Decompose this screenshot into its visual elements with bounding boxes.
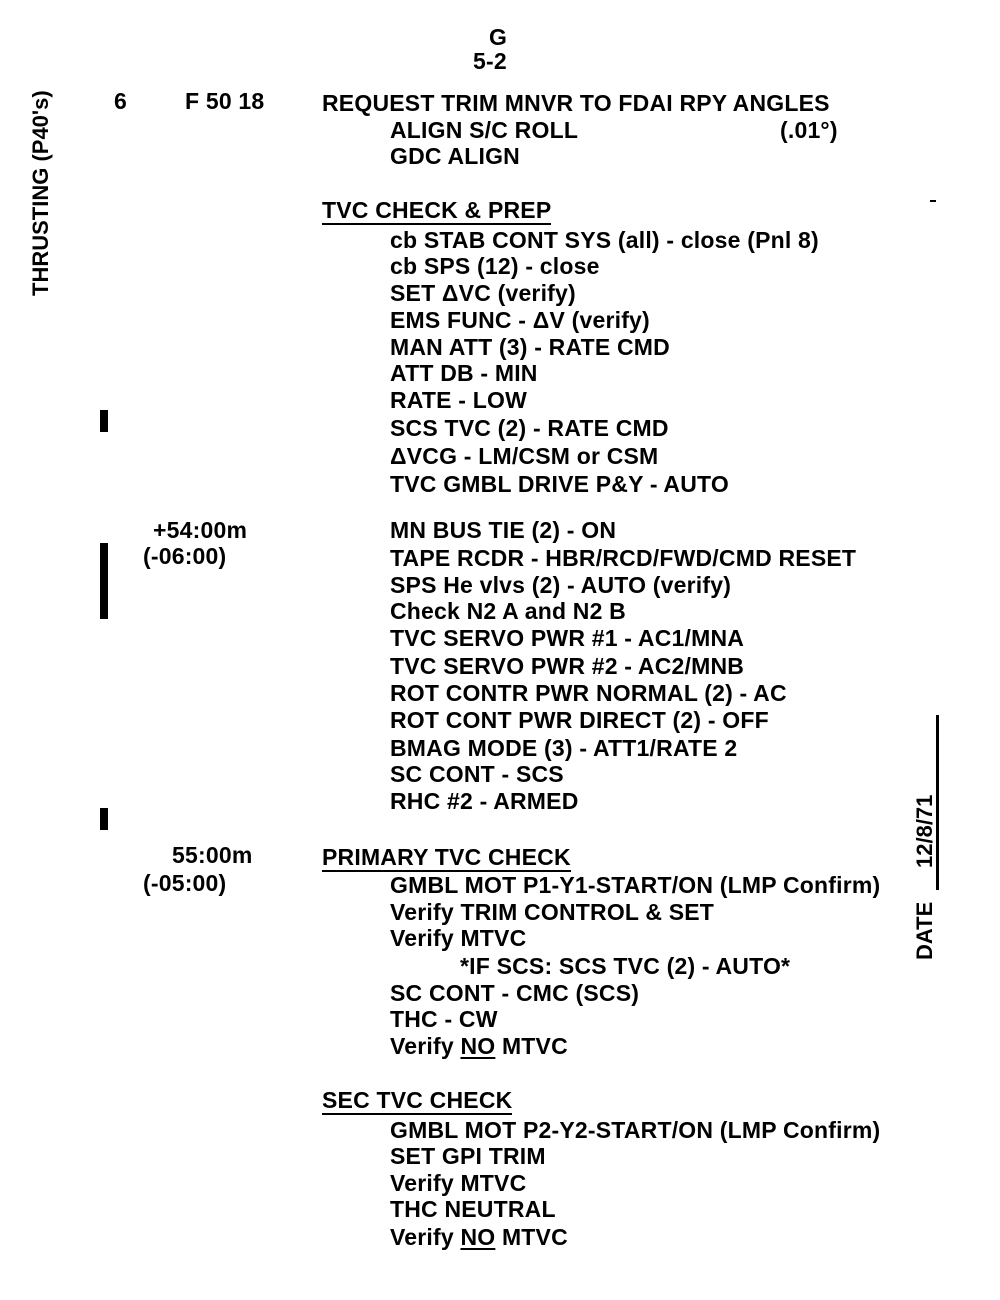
list-item: SET GPI TRIM: [390, 1143, 546, 1169]
list-item: Verify TRIM CONTROL & SET: [390, 899, 715, 925]
list-item: THC - CW: [390, 1006, 498, 1032]
side-title: THRUSTING (P40's): [28, 90, 53, 296]
list-item: SCS TVC (2) - RATE CMD: [390, 415, 669, 441]
time-get: 55:00m: [172, 842, 253, 868]
section-heading-sec-tvc: SEC TVC CHECK: [322, 1087, 513, 1115]
list-item: TAPE RCDR - HBR/RCD/FWD/CMD RESET: [390, 545, 857, 571]
list-item: Verify MTVC: [390, 925, 527, 951]
list-item: EMS FUNC - ΔV (verify): [390, 307, 650, 333]
emphasis-no: NO: [460, 1224, 496, 1250]
date-value: 12/8/71: [912, 794, 937, 868]
step-item: GDC ALIGN: [390, 143, 520, 169]
list-item: cb STAB CONT SYS (all) - close (Pnl 8): [390, 227, 819, 253]
step-code: F 50 18: [185, 88, 265, 114]
step-item-tolerance: (.01°): [780, 117, 838, 143]
text: Verify: [390, 1033, 461, 1059]
list-item: cb SPS (12) - close: [390, 253, 600, 279]
list-item: TVC GMBL DRIVE P&Y - AUTO: [390, 471, 729, 497]
list-item: Verify MTVC: [390, 1170, 527, 1196]
list-item: RATE - LOW: [390, 387, 527, 413]
list-item: ROT CONT PWR DIRECT (2) - OFF: [390, 707, 769, 733]
section-heading-tvc-prep: TVC CHECK & PREP: [322, 197, 552, 225]
list-item: TVC SERVO PWR #1 - AC1/MNA: [390, 625, 745, 651]
list-item: TVC SERVO PWR #2 - AC2/MNB: [390, 653, 745, 679]
step-item: ALIGN S/C ROLL: [390, 117, 579, 143]
step-number: 6: [114, 88, 127, 114]
section-heading-primary-tvc: PRIMARY TVC CHECK: [322, 844, 571, 872]
text: MTVC: [495, 1033, 568, 1059]
date-label: DATE: [912, 901, 937, 960]
time-get: +54:00m: [153, 517, 248, 543]
text: Verify: [390, 1224, 461, 1250]
list-item: Check N2 A and N2 B: [390, 598, 626, 624]
time-delta: (-05:00): [143, 870, 227, 896]
change-bar: [100, 410, 108, 432]
section-letter: G: [489, 24, 508, 50]
list-item: RHC #2 - ARMED: [390, 788, 579, 814]
list-item: SPS He vlvs (2) - AUTO (verify): [390, 572, 732, 598]
list-item: Verify NO MTVC: [390, 1033, 568, 1059]
margin-mark: [930, 200, 936, 202]
list-item: THC NEUTRAL: [390, 1196, 556, 1222]
list-item: MAN ATT (3) - RATE CMD: [390, 334, 670, 360]
emphasis-no: NO: [460, 1033, 496, 1059]
list-item: Verify NO MTVC: [390, 1224, 568, 1250]
list-item: BMAG MODE (3) - ATT1/RATE 2: [390, 735, 738, 761]
list-item: SC CONT - SCS: [390, 761, 564, 787]
list-item: GMBL MOT P1-Y1-START/ON (LMP Confirm): [390, 872, 881, 898]
list-item: GMBL MOT P2-Y2-START/ON (LMP Confirm): [390, 1117, 881, 1143]
list-item: SC CONT - CMC (SCS): [390, 980, 640, 1006]
page-number: 5-2: [473, 48, 507, 74]
list-item: SET ΔVC (verify): [390, 280, 576, 306]
text: MTVC: [495, 1224, 568, 1250]
list-item: ATT DB - MIN: [390, 360, 538, 386]
list-item: ROT CONTR PWR NORMAL (2) - AC: [390, 680, 787, 706]
date-line: [936, 715, 939, 890]
step-title: REQUEST TRIM MNVR TO FDAI RPY ANGLES: [322, 90, 830, 116]
list-item: MN BUS TIE (2) - ON: [390, 517, 617, 543]
time-delta: (-06:00): [143, 543, 227, 569]
list-item-conditional: *IF SCS: SCS TVC (2) - AUTO*: [460, 953, 791, 979]
change-bar: [100, 808, 108, 830]
change-bar: [100, 543, 108, 619]
list-item: ΔVCG - LM/CSM or CSM: [390, 443, 659, 469]
